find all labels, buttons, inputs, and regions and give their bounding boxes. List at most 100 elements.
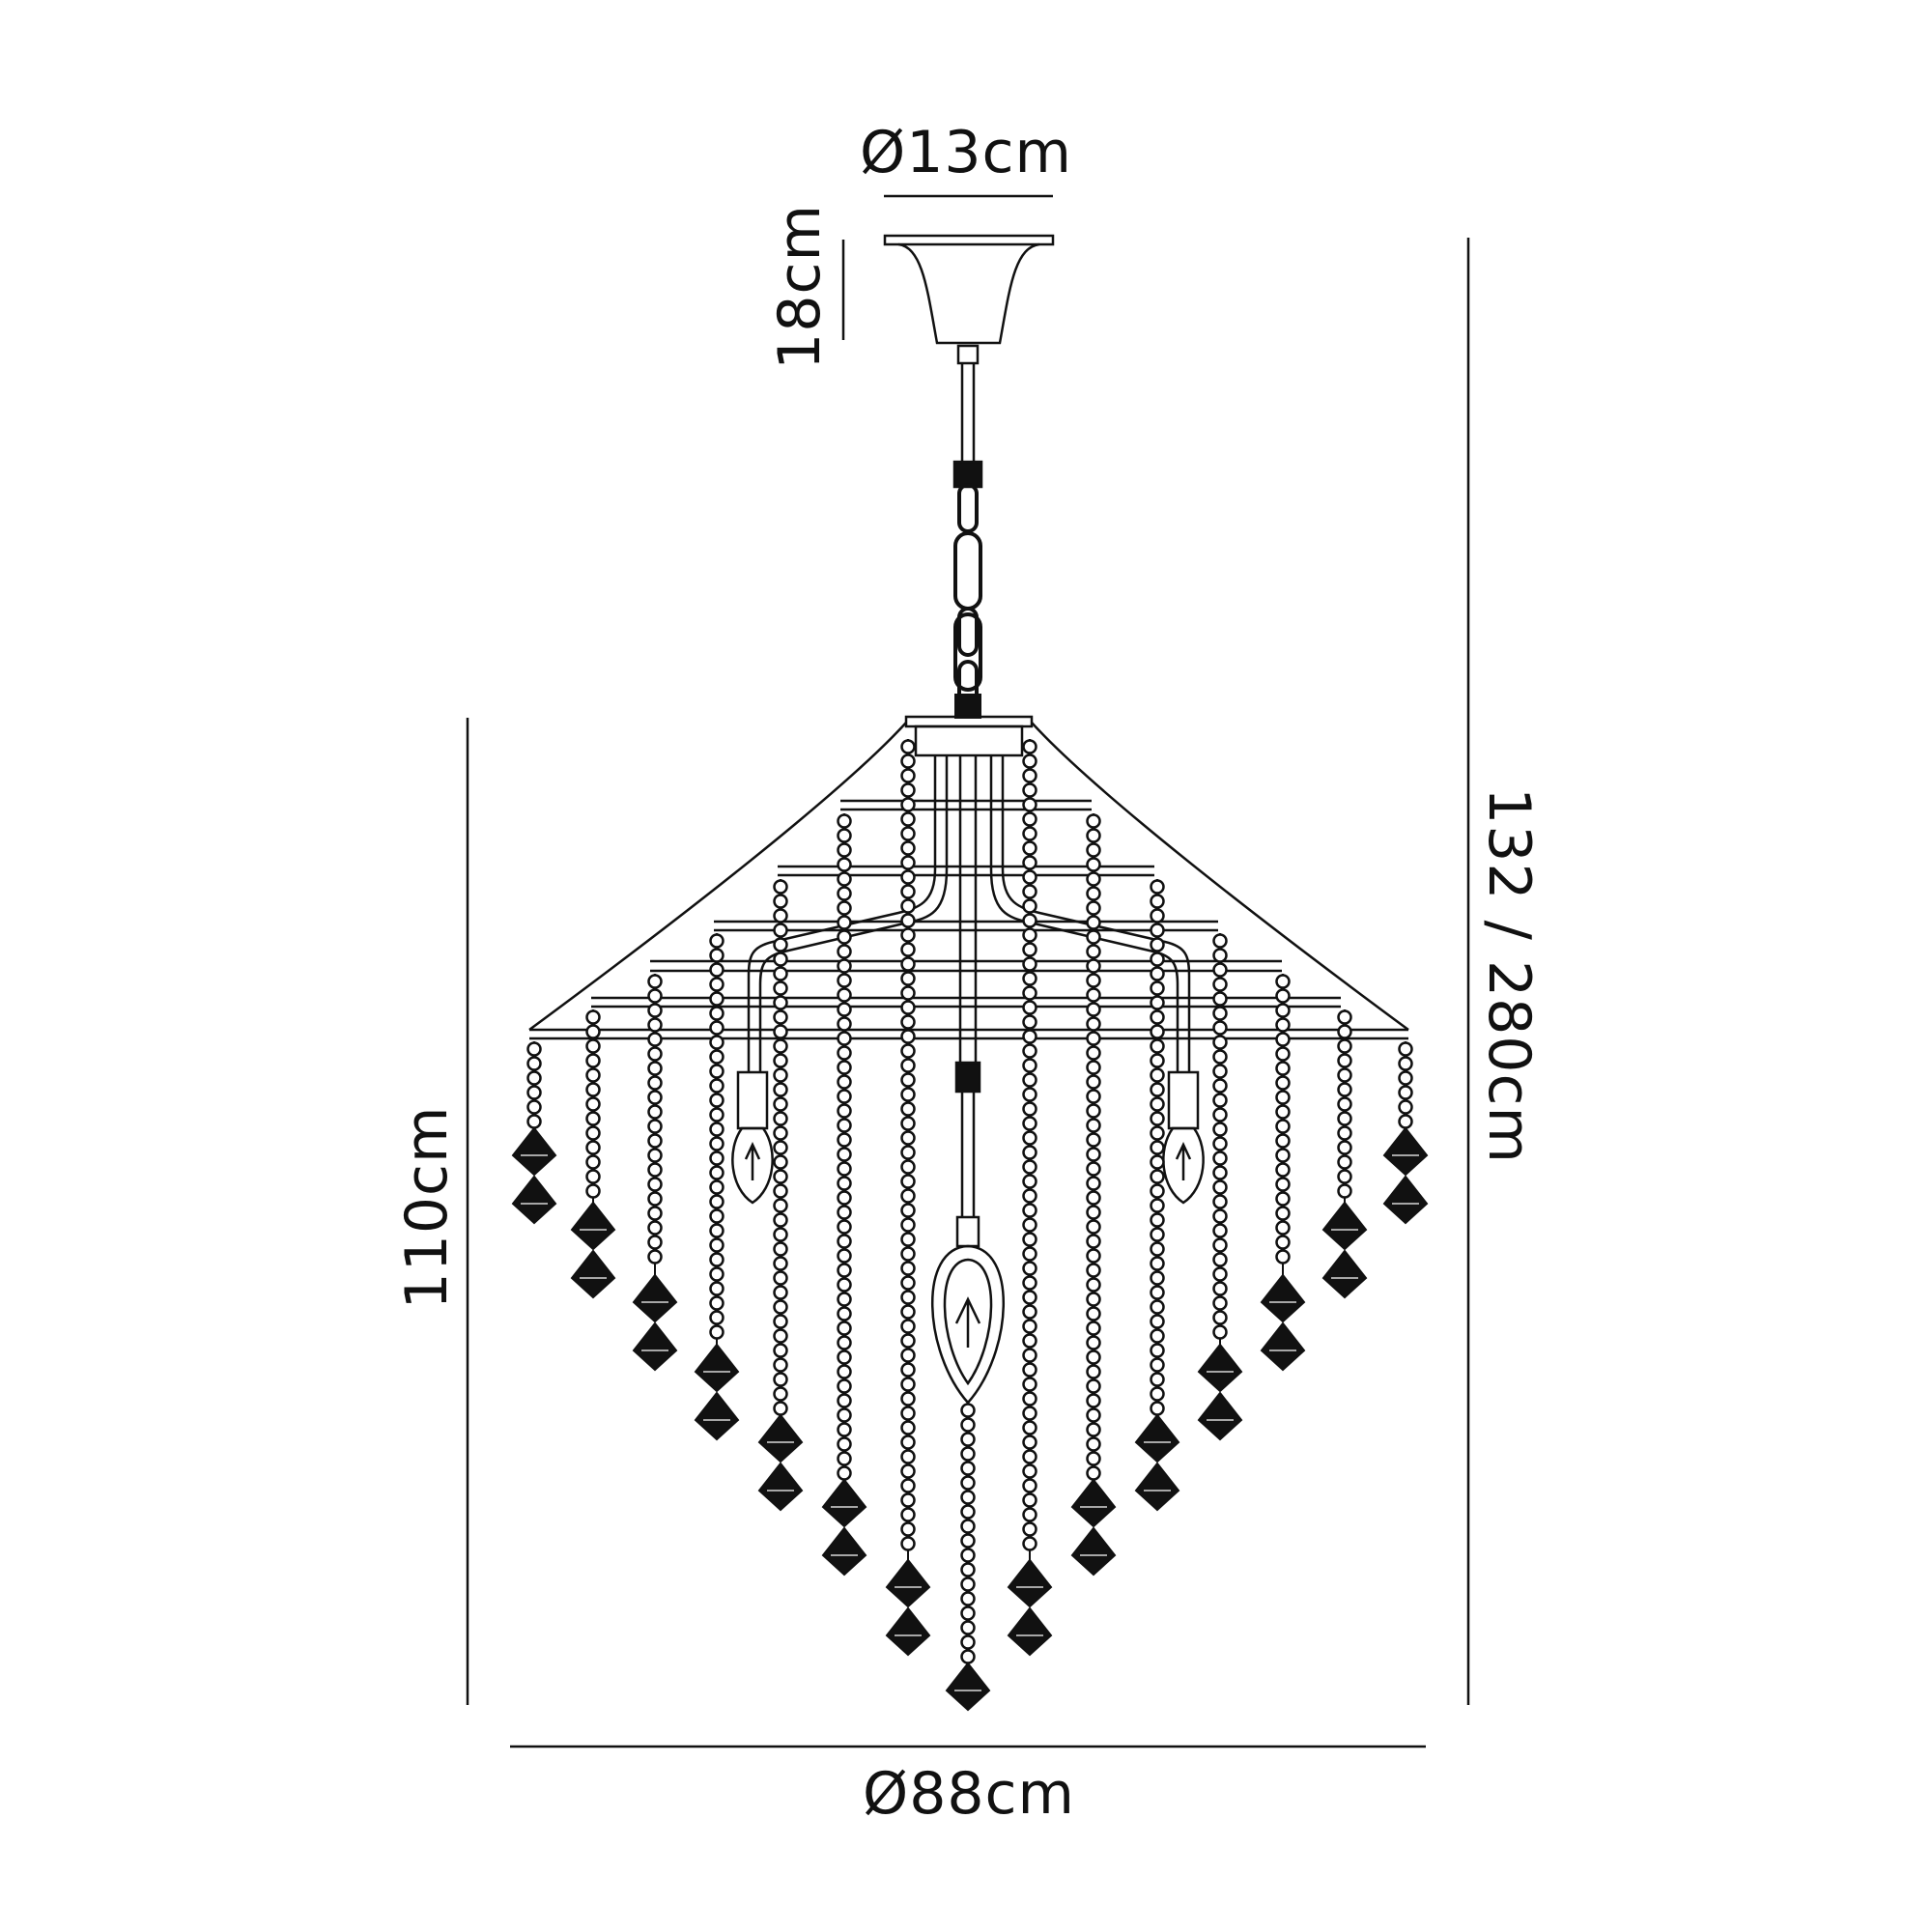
bead — [837, 1364, 852, 1379]
bead — [900, 985, 916, 1001]
lamp-center — [931, 1061, 1005, 1405]
crystal-strand — [1007, 739, 1053, 1657]
bead — [1212, 1310, 1228, 1325]
bead — [1275, 1235, 1291, 1250]
crystal-drop — [570, 1201, 616, 1251]
bead — [900, 840, 916, 856]
crystal-drop — [570, 1249, 616, 1299]
bead — [837, 1292, 852, 1307]
bead — [1022, 797, 1037, 812]
bead — [709, 1208, 724, 1224]
bead — [773, 908, 788, 923]
bead — [1275, 1177, 1291, 1192]
bead — [1212, 1006, 1228, 1021]
bead — [837, 1103, 852, 1119]
crystal-drop — [1134, 1462, 1180, 1512]
bead — [773, 1299, 788, 1315]
bead — [773, 1270, 788, 1286]
bead — [837, 813, 852, 829]
bead — [1212, 991, 1228, 1007]
bead — [900, 1290, 916, 1305]
bead — [900, 1406, 916, 1421]
bead — [900, 1159, 916, 1175]
crystal-drop — [1197, 1391, 1243, 1441]
bead — [1150, 1328, 1165, 1344]
bead — [1022, 1304, 1037, 1320]
bead — [773, 1183, 788, 1199]
bead — [1022, 855, 1037, 870]
bead — [773, 952, 788, 967]
crystal-drop — [1134, 1413, 1180, 1463]
bead — [837, 828, 852, 843]
bead — [773, 1328, 788, 1344]
bead — [837, 1263, 852, 1278]
bead — [837, 958, 852, 974]
bead — [709, 1266, 724, 1282]
bead — [900, 1101, 916, 1117]
bead — [900, 913, 916, 928]
bead — [900, 1188, 916, 1204]
bead — [647, 1003, 663, 1018]
bead — [1022, 1014, 1037, 1030]
crystal-drop — [1070, 1478, 1117, 1528]
bead — [1022, 1203, 1037, 1218]
bead — [1022, 1391, 1037, 1406]
bead — [647, 1046, 663, 1062]
bead — [773, 1256, 788, 1271]
bead — [1086, 886, 1101, 901]
bead — [900, 811, 916, 827]
bead — [1086, 1407, 1101, 1423]
bead — [900, 1391, 916, 1406]
bead — [1086, 1161, 1101, 1177]
bead — [1022, 768, 1037, 783]
bead — [900, 1492, 916, 1508]
crystal-drop — [1382, 1126, 1429, 1177]
crystal-drop — [1321, 1249, 1368, 1299]
bead — [1022, 1420, 1037, 1435]
bead — [647, 1104, 663, 1120]
bead — [1022, 884, 1037, 899]
bead — [900, 1000, 916, 1015]
bead — [709, 1093, 724, 1108]
bead — [900, 739, 916, 754]
bead — [773, 1212, 788, 1228]
bead — [773, 980, 788, 996]
bead — [1150, 1024, 1165, 1039]
bead — [900, 1130, 916, 1146]
bead — [709, 1136, 724, 1151]
crystal-drop — [757, 1462, 804, 1512]
bead — [837, 973, 852, 988]
bead — [773, 1227, 788, 1242]
bead — [1086, 1234, 1101, 1249]
bead — [960, 1432, 976, 1447]
bead — [709, 933, 724, 949]
bead — [1022, 1348, 1037, 1363]
bead — [1337, 1082, 1352, 1097]
bead — [1086, 915, 1101, 930]
bead — [900, 1319, 916, 1334]
bead — [960, 1577, 976, 1592]
bead — [1275, 1191, 1291, 1207]
bead — [1022, 1521, 1037, 1537]
bead — [709, 948, 724, 963]
bead — [1022, 869, 1037, 885]
bead — [960, 1649, 976, 1664]
bead — [1150, 1299, 1165, 1315]
bead — [647, 1177, 663, 1192]
bead — [1086, 958, 1101, 974]
crystal-strand — [632, 974, 678, 1372]
bead — [960, 1634, 976, 1650]
bead — [773, 923, 788, 938]
bead — [960, 1475, 976, 1491]
bead — [1022, 1290, 1037, 1305]
bead — [709, 1237, 724, 1253]
bead — [837, 1306, 852, 1321]
bead — [837, 1074, 852, 1090]
bead — [1086, 813, 1101, 829]
bead — [1022, 913, 1037, 928]
bead — [1212, 1151, 1228, 1166]
bead — [1022, 1246, 1037, 1262]
bead — [837, 1451, 852, 1466]
bead — [900, 1536, 916, 1551]
bead — [837, 1465, 852, 1481]
